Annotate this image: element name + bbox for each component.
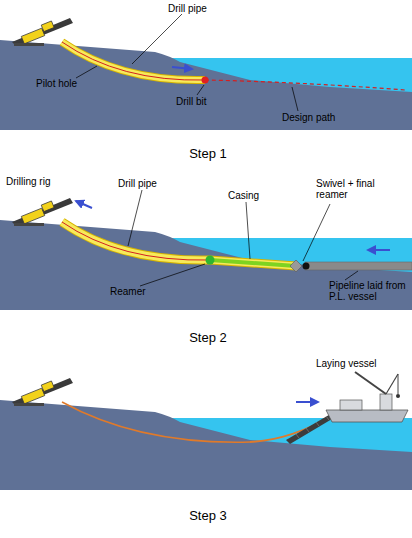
callout-label: Drill pipe bbox=[118, 178, 157, 189]
callout-label: Drill pipe bbox=[168, 3, 207, 14]
callout-label: Drill bit bbox=[176, 96, 207, 107]
step-1-section bbox=[0, 14, 412, 130]
callout-label: Swivel + final reamer bbox=[316, 178, 408, 200]
callout-label: Pilot hole bbox=[36, 78, 77, 89]
callout-label: Laying vessel bbox=[316, 358, 377, 369]
callout-label: Drilling rig bbox=[6, 176, 50, 187]
step-heading: Step 3 bbox=[2, 508, 412, 523]
step-heading: Step 1 bbox=[2, 146, 412, 161]
callout-label: Reamer bbox=[110, 286, 146, 297]
step-2-section bbox=[0, 190, 412, 310]
callout-label: Pipeline laid from P.L. vessel bbox=[329, 280, 409, 302]
step-heading: Step 2 bbox=[2, 330, 412, 345]
callout-label: Casing bbox=[228, 190, 259, 201]
step-3-section bbox=[0, 372, 412, 490]
callout-label: Design path bbox=[282, 112, 335, 123]
